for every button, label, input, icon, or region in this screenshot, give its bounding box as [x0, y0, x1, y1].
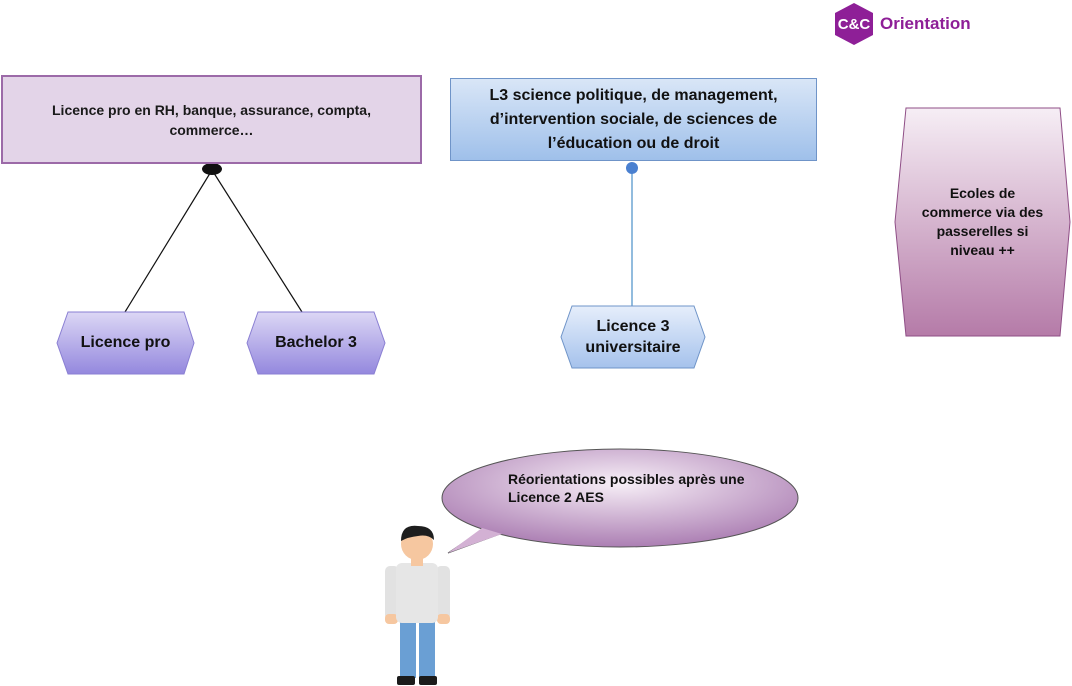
connector-licence-pro — [124, 169, 213, 313]
speech-bubble-icon — [441, 448, 799, 554]
junction-dot — [202, 163, 222, 175]
box-l3-science: L3 science politique, de management, d’i… — [450, 78, 817, 161]
brand-name: Orientation — [880, 14, 971, 33]
node-bachelor-3: Bachelor 3 — [275, 334, 357, 351]
node-licence-3-universitaire: Licence 3 universitaire — [585, 318, 681, 356]
connector-bachelor — [211, 169, 303, 313]
brand-hex-icon: C&C — [832, 2, 876, 46]
speech-bubble-text: Réorientations possibles après une Licen… — [508, 471, 745, 505]
box-licence-pro-rh-label: Licence pro en RH, banque, assurance, co… — [52, 101, 371, 138]
box-licence-pro-rh: Licence pro en RH, banque, assurance, co… — [1, 75, 422, 164]
hex-licence3-shape — [560, 305, 706, 369]
junction-dot-blue — [626, 162, 638, 174]
box-l3-science-label: L3 science politique, de management, d’i… — [489, 86, 778, 152]
hex-licence-pro-shape — [56, 311, 195, 375]
brand-logo-text: C&C — [837, 15, 871, 33]
node-licence-pro: Licence pro — [80, 334, 171, 351]
person-icon — [385, 525, 450, 685]
hex-ecoles-shape — [894, 107, 1071, 337]
hex-bachelor-shape — [246, 311, 386, 375]
brand-logo: C&C Orientation — [832, 2, 971, 46]
node-ecoles-commerce: Ecoles de commerce via des passerelles s… — [921, 185, 1044, 258]
